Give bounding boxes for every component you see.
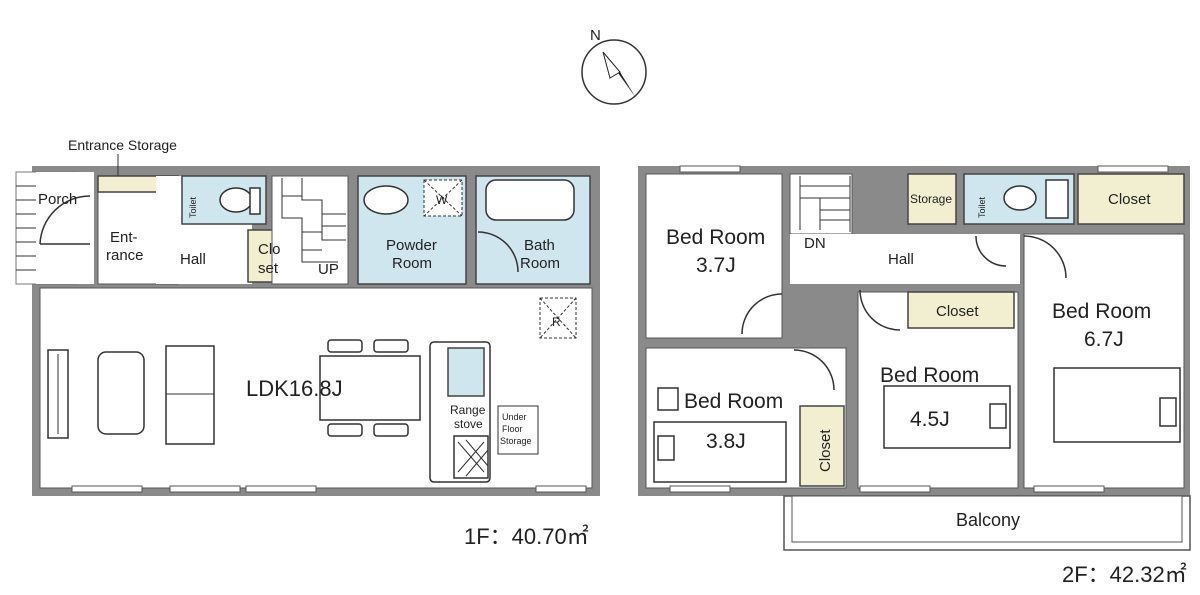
f1-stairs [271,175,349,285]
f2-hall-label: Hall [888,251,914,268]
f2-bedroom-a [645,173,783,339]
f1-kitchen-sink-icon [447,347,485,397]
f2-closet-side-label: Closet [817,429,834,472]
f2-toilet-label: Toilet [977,196,987,218]
f2-bedroom-b-label-1: Bed Room [1052,300,1151,323]
f2-bedroom-b [1023,233,1185,489]
f1-sink-icon [363,185,409,215]
f1-entrance-storage-label: Entrance Storage [68,137,177,153]
f1-powder-label-1: Powder [386,237,437,254]
f1-closet-label-2: set [258,260,279,277]
f1-dining-table [319,355,421,421]
f2-closet-mid [907,291,1015,329]
f2-bedroom-c-label-2: 4.5J [910,408,950,431]
f1-coffee-table [97,351,145,435]
f1-underfloor-label-3: Storage [500,436,532,446]
f1-refrigerator [539,297,577,339]
f1-underfloor-label-1: Under [502,412,527,422]
f1-sofa [165,345,215,445]
f1-washer-label: W [436,193,448,207]
f1-powder-label-2: Room [392,255,432,272]
f1-underfloor-label-2: Floor [502,424,523,434]
f1-hall-label: Hall [180,251,206,268]
f1-bathtub-icon [485,179,575,221]
f2-hall [790,234,1020,284]
f1-stairs-up-label: UP [318,261,339,278]
f2-bed-b [1053,367,1181,443]
compass-north-label: N [590,27,601,44]
f1-closet-label-1: Clo [258,241,281,258]
f2-balcony-label: Balcony [956,510,1020,530]
f2-toilet-icon [1003,185,1037,211]
f1-toilet-icon [219,187,253,213]
f1-front-door [39,195,91,245]
f1-range-label-2: stove [454,417,483,431]
f1-bath-label-1: Bath [524,237,555,254]
f2-bedroom-c-label-1: Bed Room [880,364,979,387]
f2-bedroom-a-label-2: 3.7J [696,254,736,277]
f2-bedroom-b-label-2: 6.7J [1084,328,1124,351]
f2-storage-label: Storage [910,192,952,206]
f2-bedroom-d-label-2: 3.8J [706,430,746,453]
f2-closet-side [799,405,845,487]
f1-entrance-label-2: rance [106,247,144,264]
f1-entrance-label-1: Ent- [110,229,138,246]
compass: N [581,27,647,105]
f1-toilet-label: Toilet [188,196,198,218]
f1-range-label-1: Range [450,403,486,417]
f1-ldk-label: LDK16.8J [246,376,343,401]
f2-bedroom-a-label-1: Bed Room [666,226,765,249]
f2-area-label: 2F：42.32㎡ [1062,562,1187,587]
f1-area-label: 1F：40.70㎡ [464,524,589,549]
f1-porch-label: Porch [38,191,77,208]
floor-2: Bed Room 3.7J DN Storage Toilet Closet H… [638,165,1191,587]
f1-bath-label-2: Room [520,255,560,272]
f2-closet-top [1077,173,1185,225]
floor-1: Entrance Storage Porch Ent- rance Hall T… [15,137,600,549]
f2-closet-top-label: Closet [1108,191,1151,208]
f1-fridge-label: R [552,315,561,329]
f2-stairs-dn-label: DN [804,235,826,252]
f2-bedroom-d-label-1: Bed Room [684,390,783,413]
f1-underfloor-storage [497,405,539,455]
f2-bed-d [653,421,787,483]
f2-desk-chair [657,387,679,411]
f2-stairs [789,173,853,235]
f2-storage [907,173,957,225]
f2-bed-c [883,385,1011,449]
f2-closet-mid-label: Closet [936,303,979,320]
